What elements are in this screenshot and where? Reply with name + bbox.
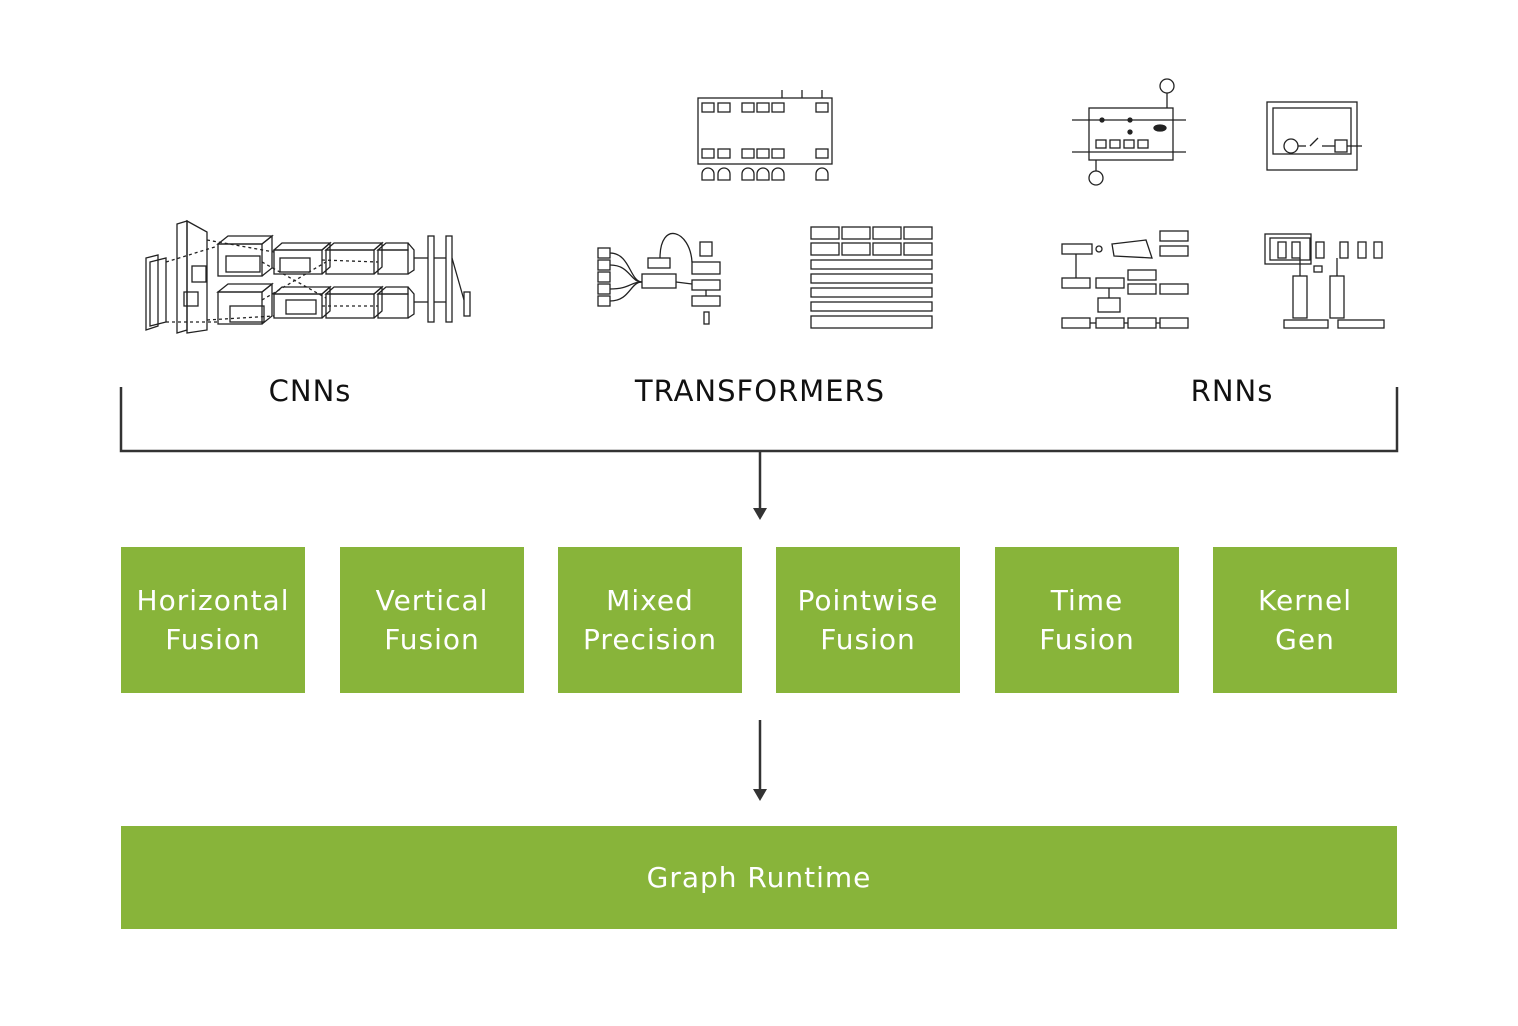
cnn-architecture-icon [145,219,471,334]
opt-box-mixed-precision: Mixed Precision [558,547,742,693]
opt-label: Pointwise Fusion [797,584,939,656]
rnn-loop-icon [1266,101,1362,171]
graph-runtime-label: Graph Runtime [646,861,872,894]
arrow-down-icon [753,789,767,801]
opt-box-time-fusion: Time Fusion [995,547,1179,693]
transformer-attention-icon [597,232,721,325]
category-label-transformers: TRANSFORMERS [634,374,886,408]
opt-box-kernel-gen: Kernel Gen [1213,547,1397,693]
opt-box-pointwise-fusion: Pointwise Fusion [776,547,960,693]
rnn-seq2seq-icon [1061,230,1189,329]
bracket-connector [119,387,1399,790]
opt-label: Horizontal Fusion [136,584,290,656]
rnn-lstm-cell-icon [1072,78,1186,186]
opt-box-vertical-fusion: Vertical Fusion [340,547,524,693]
graph-runtime-box: Graph Runtime [121,826,1397,929]
rnn-memory-network-icon [1264,233,1385,329]
arrow-down-icon [753,508,767,520]
opt-label: Kernel Gen [1258,584,1352,656]
opt-box-horizontal-fusion: Horizontal Fusion [121,547,305,693]
category-label-rnns: RNNs [1190,374,1274,408]
opt-label: Time Fusion [1039,584,1135,656]
transformer-layers-icon [810,226,933,329]
category-label-cnns: CNNs [268,374,352,408]
opt-label: Mixed Precision [583,584,717,656]
transformer-encoder-decoder-icon [697,90,833,181]
opt-label: Vertical Fusion [375,584,489,656]
